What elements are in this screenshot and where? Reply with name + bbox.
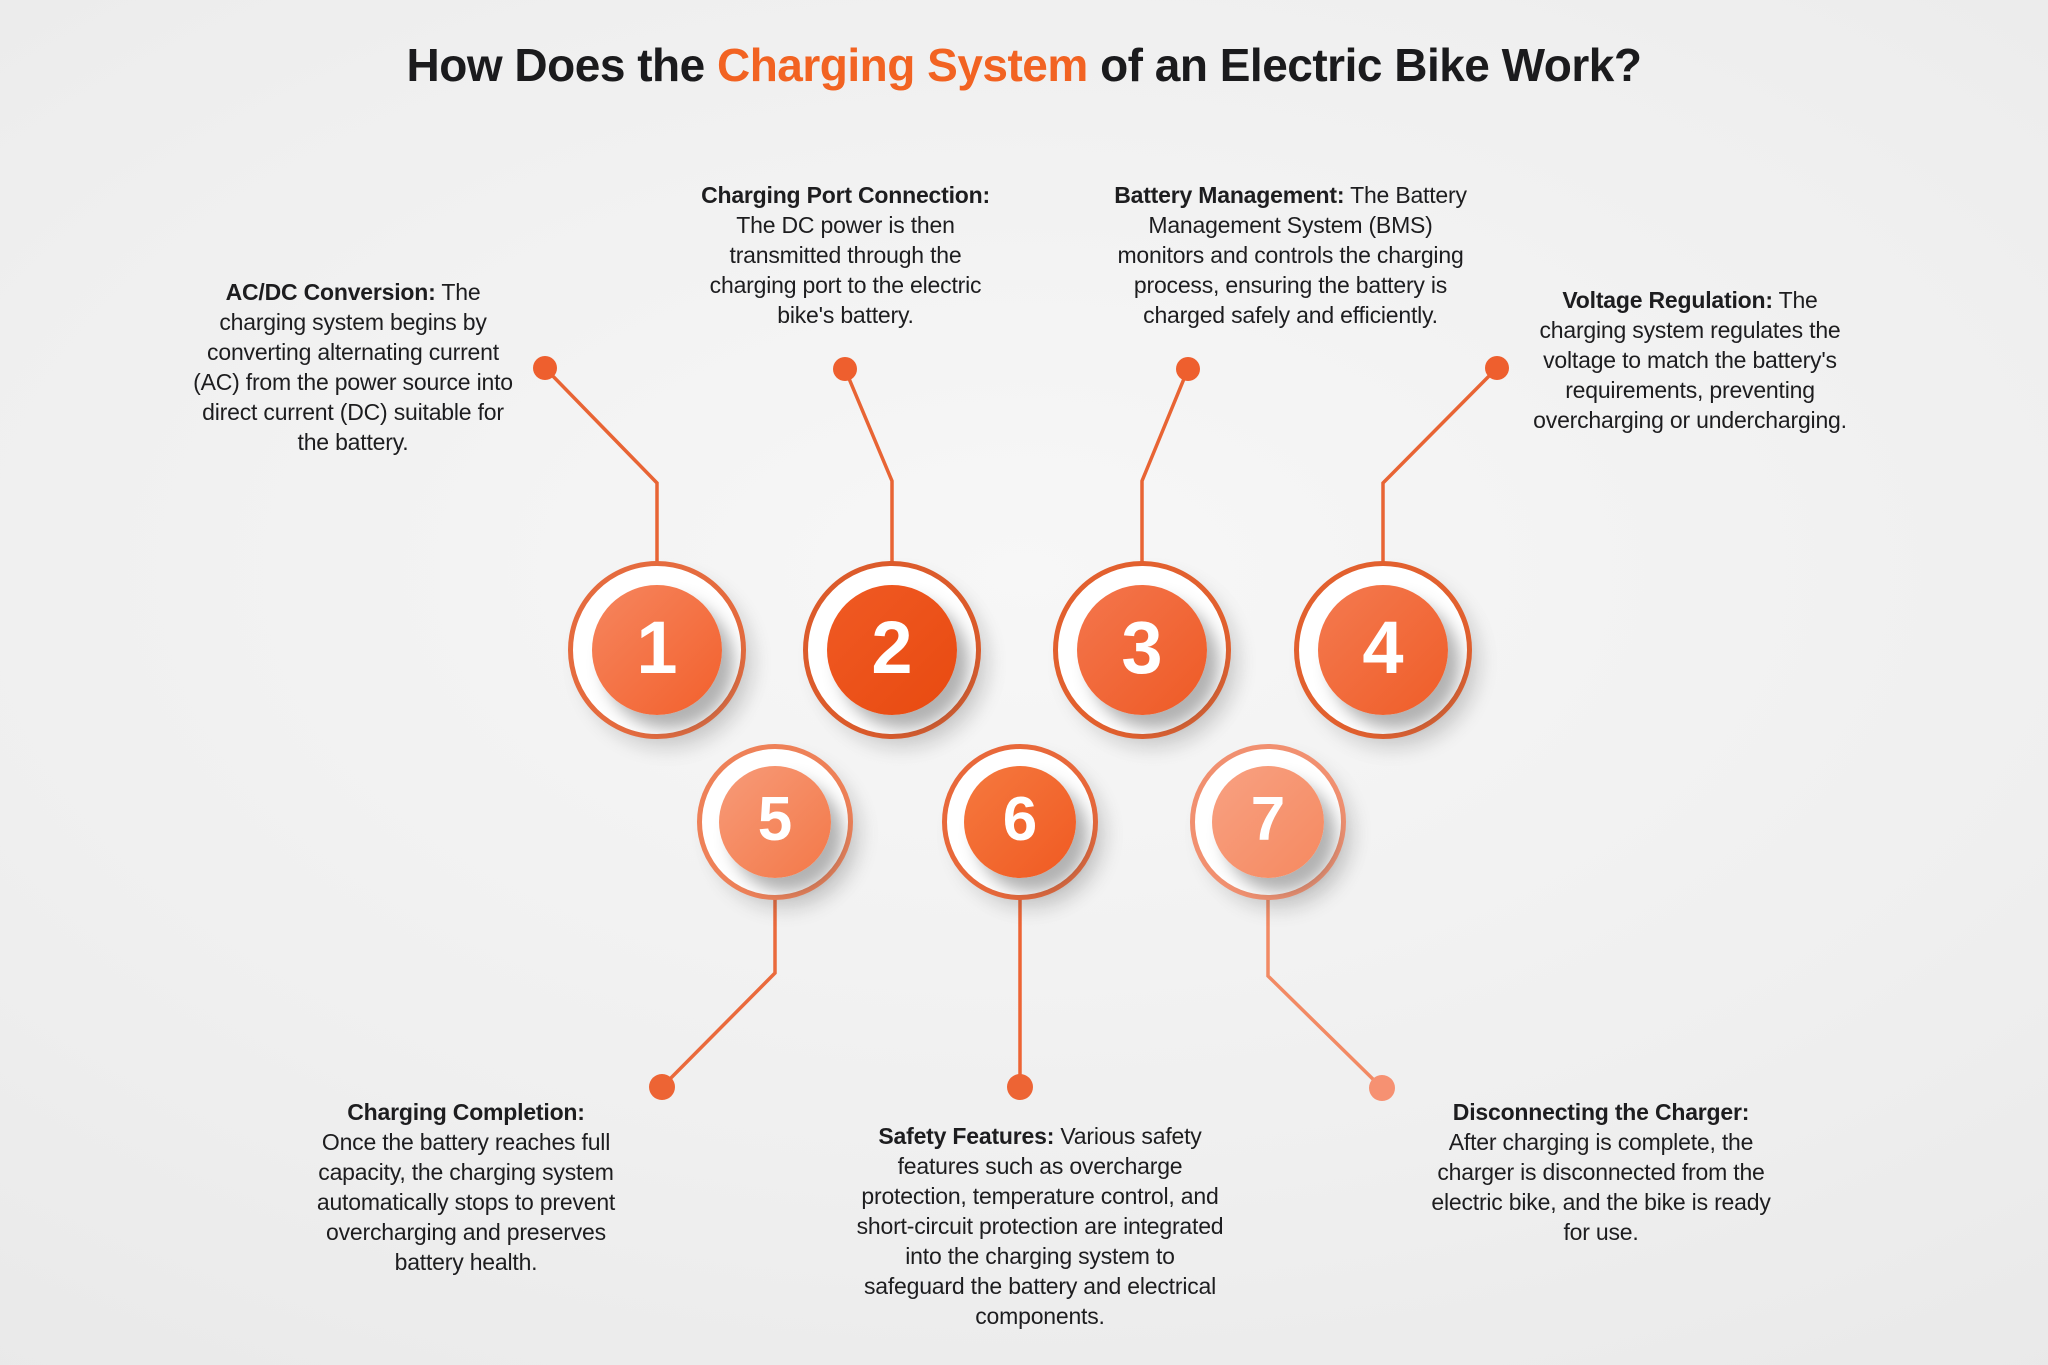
step-2-circle: 2 [803, 561, 981, 739]
step-6-heading: Safety Features: [878, 1123, 1055, 1149]
step-7-circle: 7 [1190, 744, 1346, 900]
step-1-number: 1 [636, 606, 678, 689]
step-3-description: Battery Management: The Battery Manageme… [1103, 180, 1478, 330]
step-6-description: Safety Features: Various safety features… [854, 1121, 1226, 1331]
step-5-number: 5 [757, 785, 793, 854]
step-3-body: The Battery Management System (BMS) moni… [1117, 182, 1467, 328]
connector-line-5 [660, 895, 777, 1089]
step-1-circle: 1 [568, 561, 746, 739]
step-2-description: Charging Port Connection: The DC power i… [688, 180, 1003, 330]
connector-line-4 [1381, 366, 1499, 566]
step-6-number: 6 [1002, 785, 1038, 854]
connector-dot-5 [649, 1074, 675, 1100]
step-2-body: The DC power is then transmitted through… [709, 212, 982, 328]
connector-line-3 [1140, 368, 1190, 566]
connector-line-7 [1266, 896, 1384, 1090]
step-1-description: AC/DC Conversion: The charging system be… [192, 277, 514, 457]
step-1-heading: AC/DC Conversion: [225, 279, 436, 305]
step-3-number-badge: 3 [1077, 585, 1207, 715]
step-2-heading: Charging Port Connection: [701, 182, 990, 208]
connector-dot-3 [1176, 357, 1200, 381]
step-4-body: The charging system regulates the voltag… [1533, 287, 1847, 433]
step-4-number-badge: 4 [1318, 585, 1448, 715]
step-4-description: Voltage Regulation: The charging system … [1530, 285, 1850, 435]
connector-line-1 [543, 366, 659, 566]
step-4-heading: Voltage Regulation: [1562, 287, 1773, 313]
step-6-body: Various safety features such as overchar… [856, 1123, 1224, 1329]
connector-dot-4 [1485, 356, 1509, 380]
step-7-body: After charging is complete, the charger … [1431, 1129, 1771, 1245]
step-5-circle: 5 [697, 744, 853, 900]
step-7-number: 7 [1250, 785, 1286, 854]
step-6-number-badge: 6 [964, 766, 1076, 878]
step-7-description: Disconnecting the Charger: After chargin… [1431, 1097, 1771, 1247]
step-2-number: 2 [871, 606, 913, 689]
connector-dot-2 [833, 357, 857, 381]
step-5-body: Once the battery reaches full capacity, … [316, 1129, 616, 1275]
step-1-number-badge: 1 [592, 585, 722, 715]
step-4-circle: 4 [1294, 561, 1472, 739]
page-title: How Does the Charging System of an Elect… [0, 38, 2048, 92]
step-7-heading: Disconnecting the Charger: [1452, 1099, 1750, 1125]
connector-dot-6 [1007, 1074, 1033, 1100]
title-prefix: How Does the [406, 39, 717, 91]
step-3-circle: 3 [1053, 561, 1231, 739]
connector-dot-7 [1369, 1075, 1395, 1101]
step-5-description: Charging Completion: Once the battery re… [310, 1097, 622, 1277]
step-3-number: 3 [1121, 606, 1163, 689]
step-1-body: The charging system begins by converting… [193, 279, 513, 455]
step-4-number: 4 [1362, 606, 1404, 689]
step-7-number-badge: 7 [1212, 766, 1324, 878]
step-2-number-badge: 2 [827, 585, 957, 715]
step-5-heading: Charging Completion: [347, 1099, 585, 1125]
title-highlight: Charging System [716, 39, 1088, 91]
title-suffix: of an Electric Bike Work? [1087, 39, 1642, 91]
connector-line-2 [843, 368, 894, 566]
step-6-circle: 6 [942, 744, 1098, 900]
step-5-number-badge: 5 [719, 766, 831, 878]
connector-dot-1 [533, 356, 557, 380]
step-3-heading: Battery Management: [1114, 182, 1345, 208]
